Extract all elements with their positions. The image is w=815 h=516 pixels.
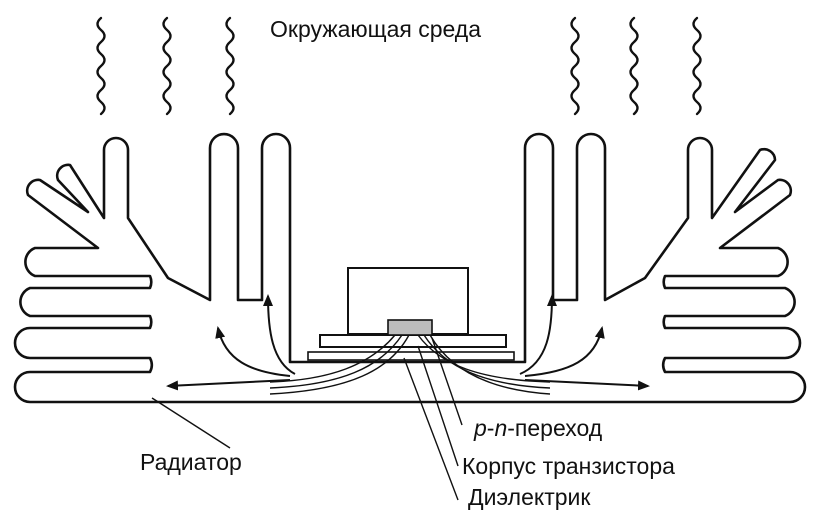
heat-wave — [225, 16, 235, 116]
radiator-leader — [151, 397, 231, 449]
flow-line — [429, 334, 551, 395]
pn-italic-n: n — [494, 415, 507, 441]
dielectric-label: Диэлектрик — [468, 484, 591, 510]
flow-line — [269, 334, 403, 389]
transistor-assembly — [307, 267, 515, 361]
heat-flow-arrow — [524, 379, 650, 391]
heat-wave — [692, 16, 702, 116]
heat-wave — [96, 16, 106, 116]
environment-label: Окружающая среда — [270, 16, 481, 42]
transistor-case-label: Корпус транзистора — [462, 453, 675, 479]
heat-wave — [162, 16, 172, 116]
leader-lines — [151, 337, 463, 501]
pn-dash: - — [487, 415, 495, 441]
transistor-flange — [319, 334, 507, 348]
heat-flow-arrow — [166, 379, 291, 391]
pn-rest: -переход — [507, 415, 603, 441]
radiator-outline — [13, 132, 807, 404]
flow-line — [269, 334, 410, 395]
pn-junction-chip — [387, 319, 433, 336]
flow-line — [423, 334, 551, 389]
dielectric-layer — [307, 351, 515, 361]
pn-italic-p: p — [473, 415, 487, 441]
heat-wave — [570, 16, 580, 116]
heat-flow — [166, 294, 650, 395]
dielectric-leader — [403, 357, 459, 501]
heat-flow-arrow — [524, 326, 605, 377]
radiator-label: Радиатор — [140, 449, 242, 475]
heat-waves-left — [96, 16, 235, 116]
heat-flow-arrow — [263, 294, 296, 375]
heat-waves-right — [570, 16, 702, 116]
pn-leader — [431, 337, 463, 426]
pn-junction-label: p-n-переход — [473, 415, 603, 441]
heat-flow-arrow — [519, 294, 557, 375]
heat-flow-arrow — [215, 326, 291, 377]
heat-wave — [629, 16, 639, 116]
case-leader — [417, 345, 459, 467]
